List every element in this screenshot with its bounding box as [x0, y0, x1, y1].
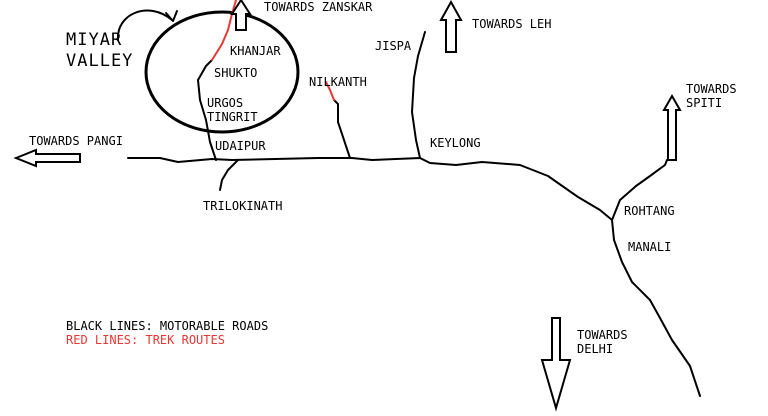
label-urgos: URGOS: [207, 96, 243, 110]
road-manali: [611, 219, 701, 397]
label-trilokinath: TRILOKINATH: [203, 199, 282, 213]
main-road: [127, 157, 613, 221]
legend-trek-routes: RED LINES: TREK ROUTES: [66, 333, 225, 347]
label-manali: MANALI: [628, 240, 671, 254]
arrow-towards-leh: [439, 0, 463, 53]
trek-route-zanskar: [211, 0, 237, 61]
label-jispa: JISPA: [375, 39, 412, 53]
label-khanjar: KHANJAR: [230, 44, 281, 58]
arrow-towards-zanskar: [230, 0, 252, 31]
label-towards-pangi: TOWARDS PANGI: [29, 134, 123, 148]
road-to-spiti: [611, 159, 668, 221]
label-towards-spiti-line2: SPITI: [686, 96, 722, 110]
valley-pointer-tip: [165, 10, 178, 22]
label-shukto: SHUKTO: [214, 66, 257, 80]
label-towards-zanskar: TOWARDS ZANSKAR: [264, 0, 373, 14]
label-towards-delhi-line1: TOWARDS: [577, 328, 628, 342]
valley-title-line1: MIYAR: [66, 30, 122, 50]
arrow-towards-pangi: [13, 148, 81, 168]
label-nilkanth: NILKANTH: [309, 75, 367, 89]
label-keylong: KEYLONG: [430, 136, 481, 150]
label-towards-leh: TOWARDS LEH: [472, 17, 551, 31]
trek-route-nilkanth: [325, 81, 335, 101]
valley-title-line2: VALLEY: [66, 51, 133, 71]
label-towards-spiti-line1: TOWARDS: [686, 82, 737, 96]
legend-motorable-roads: BLACK LINES: MOTORABLE ROADS: [66, 319, 268, 333]
road-udaipur-tingrit: [197, 59, 217, 161]
road-to-nilkanth: [333, 99, 351, 159]
label-rohtang: ROHTANG: [624, 204, 675, 218]
road-to-trilokinath: [219, 159, 239, 191]
label-towards-delhi-line2: DELHI: [577, 342, 613, 356]
valley-pointer-arc: [116, 9, 173, 41]
arrow-towards-spiti: [662, 93, 682, 161]
arrow-towards-delhi: [540, 317, 572, 412]
road-to-leh: [411, 31, 426, 159]
label-tingrit: TINGRIT: [207, 110, 258, 124]
miyar-valley-ellipse: [144, 10, 300, 134]
label-udaipur: UDAIPUR: [215, 139, 266, 153]
